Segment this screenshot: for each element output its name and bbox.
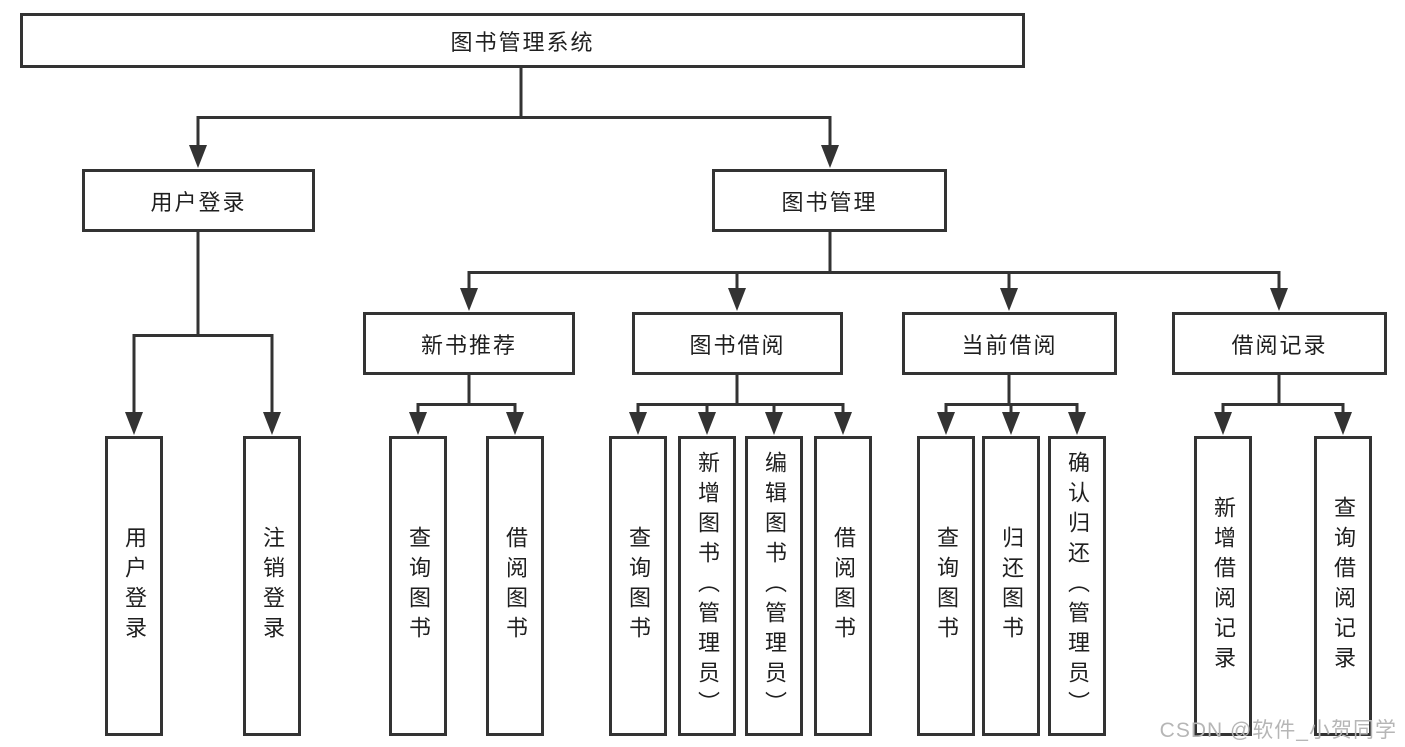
arrow-head: [125, 412, 143, 435]
connector-newbook-branch: [409, 373, 524, 435]
node-book-management: 图书管理: [712, 169, 947, 232]
node-label: 借阅记录: [1231, 332, 1328, 358]
node-root-system: 图书管理系统: [20, 13, 1025, 68]
node-borrow-records: 借阅记录: [1172, 312, 1387, 375]
arrow-head: [629, 412, 647, 435]
arrow-head: [728, 288, 746, 311]
connector-user-branch: [125, 230, 281, 435]
leaf-add-book-admin: 新增图书（管理员）: [678, 436, 736, 736]
arrow-head: [821, 145, 839, 168]
arrow-head: [1068, 412, 1086, 435]
arrow-head: [1002, 412, 1020, 435]
arrow-head: [506, 412, 524, 435]
node-label: 新书推荐: [420, 332, 517, 358]
watermark: CSDN @软件_小贺同学: [1159, 719, 1397, 742]
arrow-head: [1270, 288, 1288, 311]
arrow-head: [1214, 412, 1232, 435]
arrow-head: [698, 412, 716, 435]
arrow-head: [1000, 288, 1018, 311]
arrow-head: [409, 412, 427, 435]
arrow-head: [189, 145, 207, 168]
leaf-confirm-return-admin: 确认归还（管理员）: [1048, 436, 1106, 736]
arrow-head: [460, 288, 478, 311]
node-current-borrow: 当前借阅: [902, 312, 1117, 375]
arrow-head: [263, 412, 281, 435]
leaf-borrow-books-borrow: 借阅图书: [814, 436, 872, 736]
arrow-head: [834, 412, 852, 435]
leaf-edit-book-admin: 编辑图书（管理员）: [745, 436, 803, 736]
arrow-head: [1334, 412, 1352, 435]
leaf-logout-login: 注销登录: [243, 436, 301, 736]
leaf-query-books-borrow: 查询图书: [609, 436, 667, 736]
leaf-query-books-newbook: 查询图书: [389, 436, 447, 736]
leaf-add-borrow-record: 新增借阅记录: [1194, 436, 1252, 736]
leaf-borrow-books-newbook: 借阅图书: [486, 436, 544, 736]
leaf-return-book: 归还图书: [982, 436, 1040, 736]
leaf-query-books-current: 查询图书: [917, 436, 975, 736]
connector-book-to-level3: [460, 230, 1288, 311]
leaf-user-login: 用户登录: [105, 436, 163, 736]
node-book-borrow: 图书借阅: [632, 312, 843, 375]
node-label: 图书管理系统: [450, 29, 595, 55]
leaf-query-borrow-record: 查询借阅记录: [1314, 436, 1372, 736]
connector-records-branch: [1214, 373, 1352, 435]
node-label: 图书管理: [781, 189, 878, 215]
arrow-head: [765, 412, 783, 435]
connector-current-branch: [937, 373, 1086, 435]
arrow-head: [937, 412, 955, 435]
node-new-book-recommend: 新书推荐: [363, 312, 575, 375]
node-label: 用户登录: [150, 189, 247, 215]
node-label: 图书借阅: [689, 332, 786, 358]
connector-borrow-branch: [629, 373, 852, 435]
node-label: 当前借阅: [961, 332, 1058, 358]
connector-root-to-level2: [189, 67, 839, 168]
node-user-login: 用户登录: [82, 169, 315, 232]
